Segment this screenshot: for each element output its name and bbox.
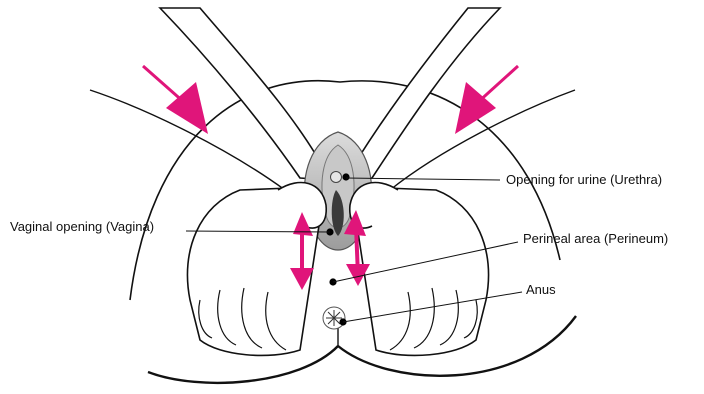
urethra-ring — [331, 172, 342, 183]
urethra-label: Opening for urine (Urethra) — [506, 172, 662, 187]
anus-label: Anus — [526, 282, 556, 297]
right-hand — [350, 183, 489, 356]
vagina-label: Vaginal opening (Vagina) — [10, 219, 154, 234]
perineum-label: Perineal area (Perineum) — [523, 231, 668, 246]
left-push-arrow — [143, 66, 208, 134]
right-push-arrow — [455, 66, 518, 134]
anus-mark — [323, 307, 345, 329]
urethra-dot — [342, 173, 349, 180]
